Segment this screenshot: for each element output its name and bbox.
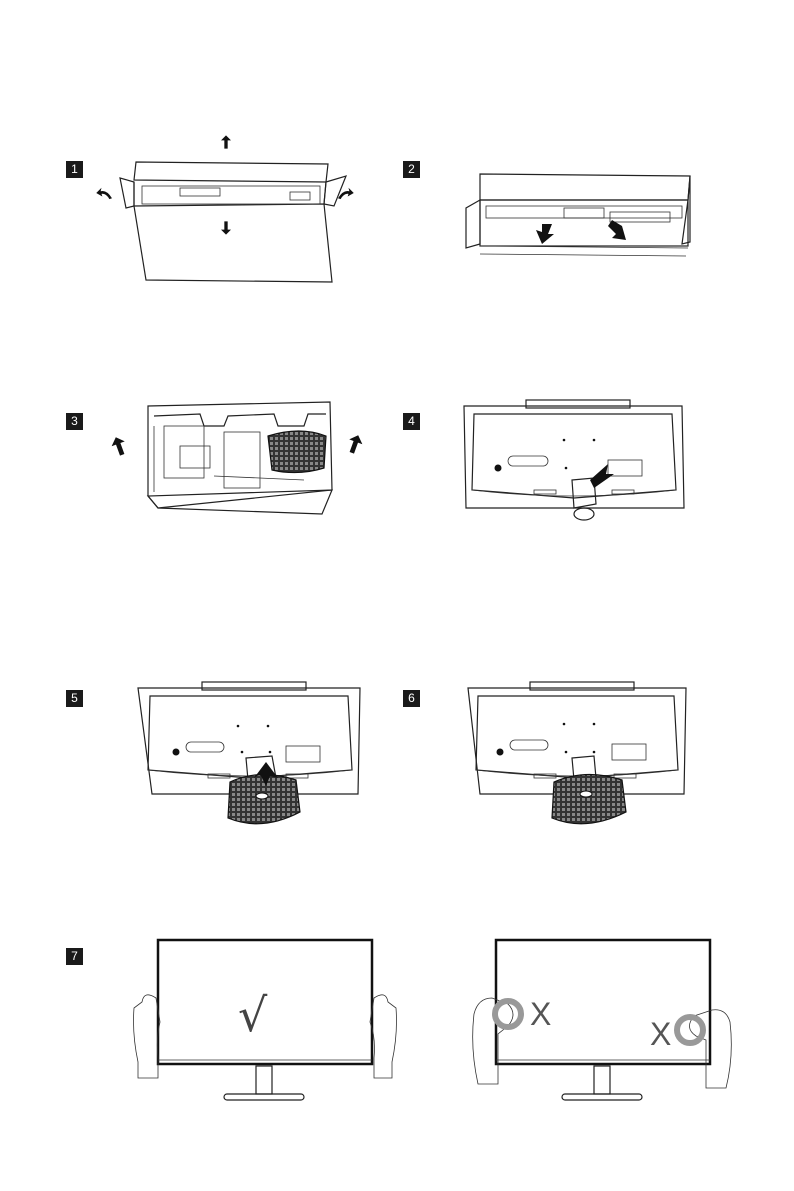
step-7-badge: 7 [66, 948, 83, 965]
stand-assembled-icon [466, 682, 692, 830]
step-1-badge: 1 [66, 161, 83, 178]
step-2-illustration [460, 168, 700, 268]
step-1-illustration [90, 130, 360, 290]
step-2-badge: 2 [403, 161, 420, 178]
step-6-badge: 6 [403, 690, 420, 707]
wrong-mark-right: X [650, 1018, 671, 1050]
step-3-badge: 3 [66, 413, 83, 430]
correct-check-mark: √ [238, 992, 267, 1038]
monitor-wrong-lift-icon [468, 938, 738, 1104]
foam-insert-icon [460, 168, 700, 268]
wrong-mark-left: X [530, 998, 551, 1030]
step-6-illustration [466, 682, 692, 830]
step-5-illustration [136, 682, 366, 830]
step-7-wrong-illustration [468, 938, 738, 1104]
step-3-illustration [104, 396, 374, 522]
step-4-badge: 4 [403, 413, 420, 430]
step-4-illustration [462, 398, 688, 522]
step-5-badge: 5 [66, 690, 83, 707]
stand-neck-attach-icon [462, 398, 688, 522]
foam-lift-icon [104, 396, 374, 522]
stand-base-attach-icon [136, 682, 366, 830]
box-open-icon [90, 130, 360, 290]
